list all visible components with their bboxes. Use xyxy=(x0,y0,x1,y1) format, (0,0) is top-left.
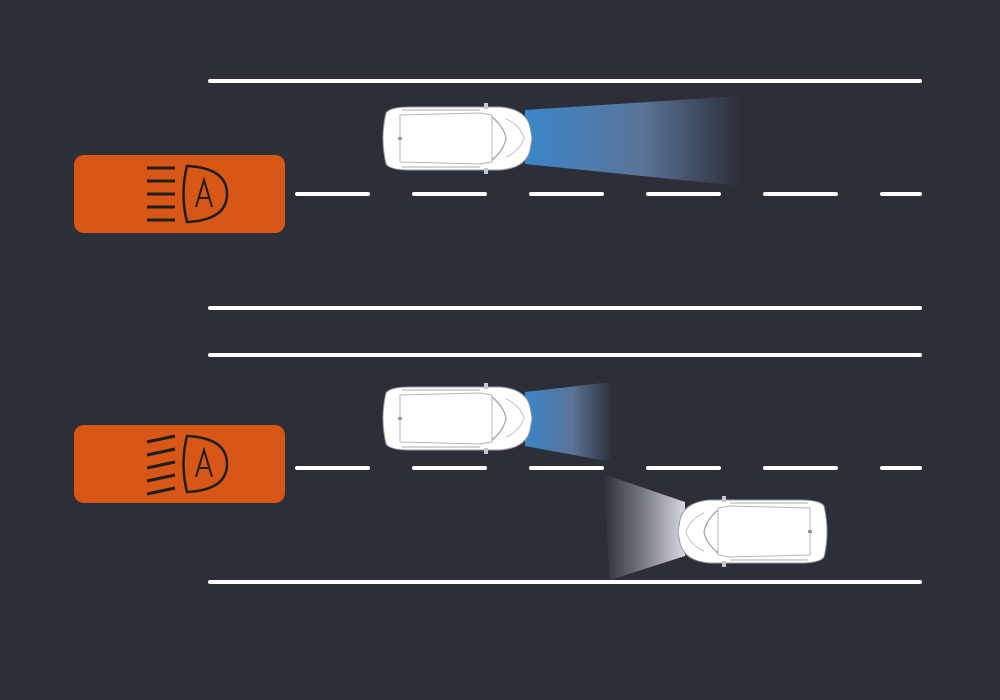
auto-high-beam-icon xyxy=(147,164,229,224)
lane-line-top xyxy=(208,79,922,83)
oncoming-headlight xyxy=(603,474,685,580)
indicator-bottom xyxy=(74,425,285,503)
lane-line-top xyxy=(208,353,922,357)
auto-low-beam-icon xyxy=(146,434,229,496)
dashed-center-line xyxy=(295,192,922,196)
car-oncoming xyxy=(677,495,828,568)
scene-top-road xyxy=(208,79,922,310)
car-own xyxy=(382,382,533,455)
car-own xyxy=(382,102,533,175)
scene-bottom-road xyxy=(208,353,922,584)
high-beam-light xyxy=(525,96,740,186)
low-beam-light xyxy=(525,382,612,462)
lane-line-bottom xyxy=(208,306,922,310)
indicator-top xyxy=(74,155,285,233)
dashed-center-line xyxy=(295,466,922,470)
lane-line-bottom xyxy=(208,580,922,584)
